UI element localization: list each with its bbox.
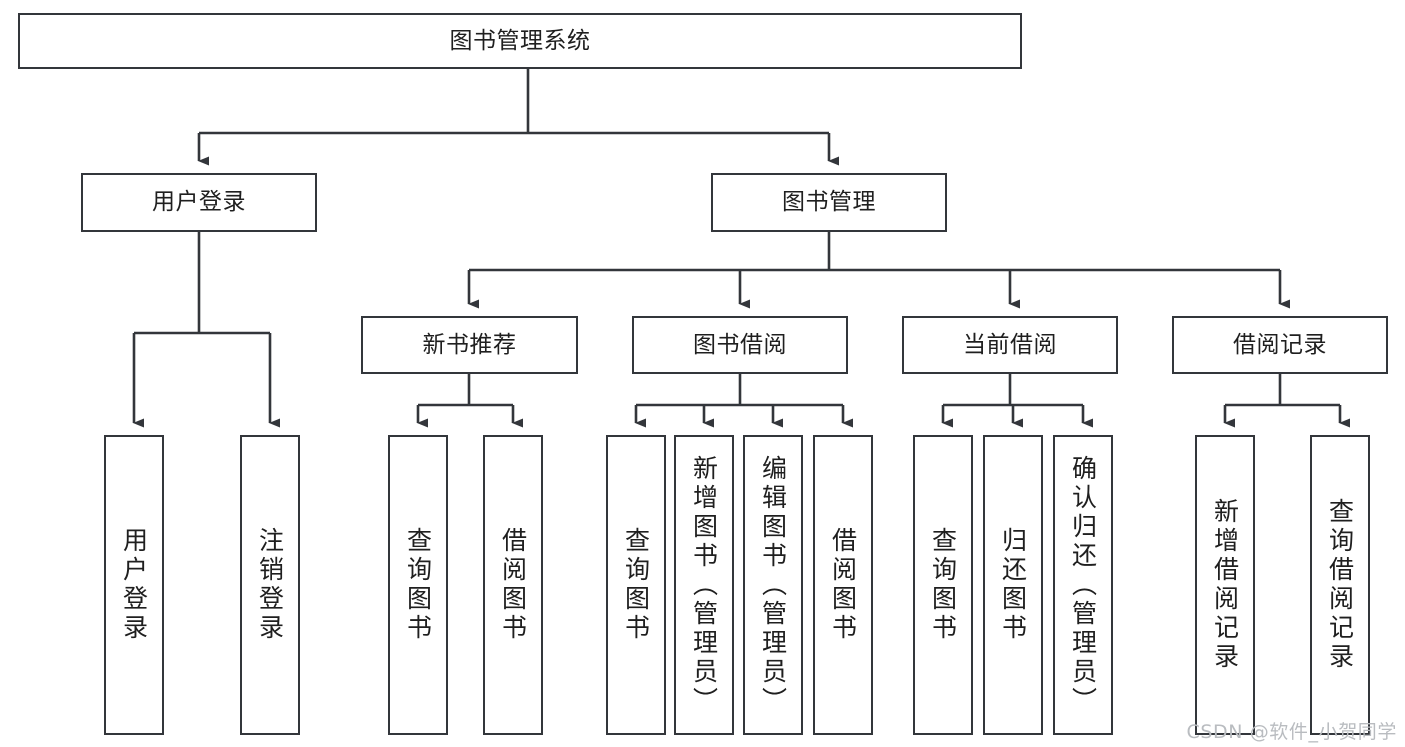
connectors-group xyxy=(132,69,1350,428)
node-new-book-recommend[interactable]: 新书推荐 xyxy=(361,316,578,374)
node-borrow-record[interactable]: 借阅记录 xyxy=(1172,316,1388,374)
node-label-leaf-add-borrow-record: 新增借阅记录 xyxy=(1210,498,1240,672)
node-leaf-query-book-bb[interactable]: 查询图书 xyxy=(606,435,666,735)
node-label-user-login: 用户登录 xyxy=(152,189,246,216)
node-leaf-query-book-nb[interactable]: 查询图书 xyxy=(388,435,448,735)
node-label-leaf-logout-login: 注销登录 xyxy=(255,527,285,643)
csdn-watermark: CSDN @软件_小贺同学 xyxy=(1186,721,1397,743)
node-leaf-logout-login[interactable]: 注销登录 xyxy=(240,435,300,735)
node-label-leaf-borrow-book-nb: 借阅图书 xyxy=(498,527,528,643)
node-leaf-add-book-admin[interactable]: 新增图书（管理员） xyxy=(674,435,734,735)
node-label-leaf-query-book-bb: 查询图书 xyxy=(621,527,651,643)
node-book-management[interactable]: 图书管理 xyxy=(711,173,947,232)
node-leaf-edit-book-admin[interactable]: 编辑图书（管理员） xyxy=(743,435,803,735)
node-user-login[interactable]: 用户登录 xyxy=(81,173,317,232)
node-leaf-confirm-return[interactable]: 确认归还（管理员） xyxy=(1053,435,1113,735)
node-label-borrow-record: 借阅记录 xyxy=(1233,331,1327,358)
node-leaf-borrow-book-nb[interactable]: 借阅图书 xyxy=(483,435,543,735)
node-label-leaf-query-book-nb: 查询图书 xyxy=(403,527,433,643)
node-label-leaf-user-login: 用户登录 xyxy=(119,527,149,643)
node-label-leaf-return-book: 归还图书 xyxy=(998,527,1028,643)
node-leaf-query-borrow-record[interactable]: 查询借阅记录 xyxy=(1310,435,1370,735)
node-label-leaf-add-book-admin: 新增图书（管理员） xyxy=(689,454,719,716)
node-label-leaf-query-borrow-record: 查询借阅记录 xyxy=(1325,498,1355,672)
node-label-leaf-confirm-return: 确认归还（管理员） xyxy=(1068,454,1098,716)
node-label-root: 图书管理系统 xyxy=(449,27,591,54)
node-leaf-borrow-book-bb[interactable]: 借阅图书 xyxy=(813,435,873,735)
node-book-borrow[interactable]: 图书借阅 xyxy=(632,316,848,374)
node-label-current-borrow: 当前借阅 xyxy=(963,331,1057,358)
node-label-new-book-recommend: 新书推荐 xyxy=(422,331,517,358)
node-label-leaf-edit-book-admin: 编辑图书（管理员） xyxy=(758,454,788,716)
node-root[interactable]: 图书管理系统 xyxy=(18,13,1022,69)
node-label-book-management: 图书管理 xyxy=(782,189,876,216)
node-leaf-query-book-cb[interactable]: 查询图书 xyxy=(913,435,973,735)
node-label-leaf-borrow-book-bb: 借阅图书 xyxy=(828,527,858,643)
node-leaf-user-login[interactable]: 用户登录 xyxy=(104,435,164,735)
node-current-borrow[interactable]: 当前借阅 xyxy=(902,316,1118,374)
node-label-book-borrow: 图书借阅 xyxy=(693,331,787,358)
node-label-leaf-query-book-cb: 查询图书 xyxy=(928,527,958,643)
node-leaf-add-borrow-record[interactable]: 新增借阅记录 xyxy=(1195,435,1255,735)
node-leaf-return-book[interactable]: 归还图书 xyxy=(983,435,1043,735)
